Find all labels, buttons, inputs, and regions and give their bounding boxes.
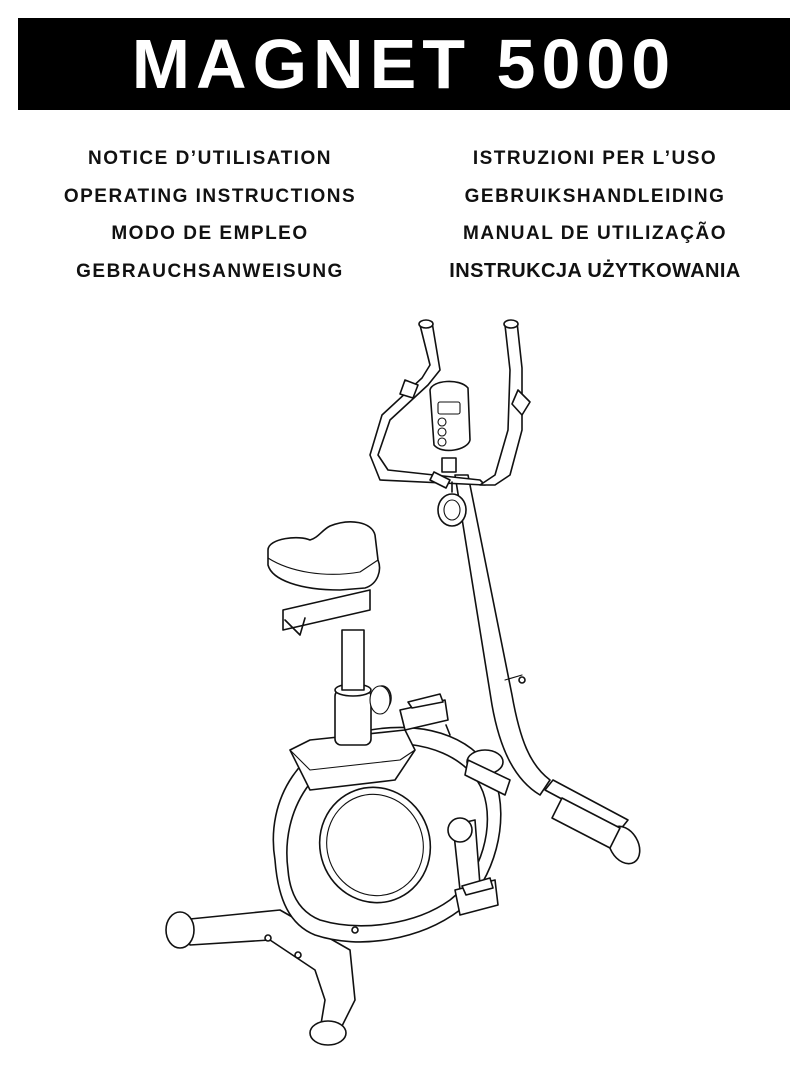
- language-label-french: NOTICE D’UTILISATION: [88, 148, 332, 169]
- seat-knob: [369, 685, 391, 715]
- front-stabilizer: [165, 909, 356, 1046]
- language-label-italian: ISTRUZIONI PER L’USO: [472, 148, 718, 169]
- pedal-right: [454, 877, 499, 916]
- seat-assembly: [267, 521, 416, 791]
- handlebar-post: [454, 474, 551, 796]
- title-banner: MAGNET 5000: [18, 18, 790, 110]
- language-label-english: OPERATING INSTRUCTIONS: [63, 185, 357, 207]
- language-label-polish: INSTRUKCJA UŻYTKOWANIA: [449, 259, 741, 282]
- language-list: NOTICE D’UTILISATION OPERATING INSTRUCTI…: [0, 140, 808, 290]
- language-label-dutch: GEBRUIKSHANDLEIDING: [464, 185, 726, 207]
- language-column-left: NOTICE D’UTILISATION OPERATING INSTRUCTI…: [30, 140, 390, 290]
- rear-stabilizer: [544, 779, 641, 865]
- document-title: MAGNET 5000: [131, 25, 677, 103]
- language-label-german: GEBRAUCHSANWEISUNG: [76, 260, 344, 282]
- flywheel-housing: [272, 726, 502, 943]
- language-label-spanish: MODO DE EMPLEO: [111, 223, 309, 244]
- pedal-left: [399, 693, 451, 736]
- exercise-bike-illustration: [150, 310, 670, 1070]
- language-label-portuguese: MANUAL DE UTILIZAÇÃO: [463, 223, 727, 244]
- language-column-right: ISTRUZIONI PER L’USO GEBRUIKSHANDLEIDING…: [410, 140, 780, 290]
- tension-knob: [437, 481, 467, 527]
- console: [429, 380, 471, 489]
- handlebars: [369, 319, 531, 486]
